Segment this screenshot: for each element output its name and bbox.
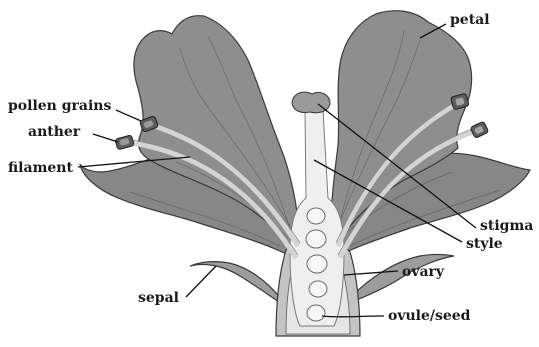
label-stigma: stigma xyxy=(480,218,533,234)
label-anther: anther xyxy=(28,124,81,140)
label-sepal: sepal xyxy=(138,290,179,306)
label-ovary: ovary xyxy=(402,264,445,280)
label-filament: filament xyxy=(8,160,73,176)
label-petal: petal xyxy=(450,12,490,28)
label-pollen-grains: pollen grains xyxy=(8,98,111,114)
ovule xyxy=(307,255,327,273)
label-style: style xyxy=(466,236,503,252)
ovule xyxy=(309,281,327,297)
ovule xyxy=(307,208,325,224)
ovule xyxy=(306,230,326,248)
label-ovule-seed: ovule/seed xyxy=(388,308,471,324)
ovule xyxy=(307,305,325,321)
